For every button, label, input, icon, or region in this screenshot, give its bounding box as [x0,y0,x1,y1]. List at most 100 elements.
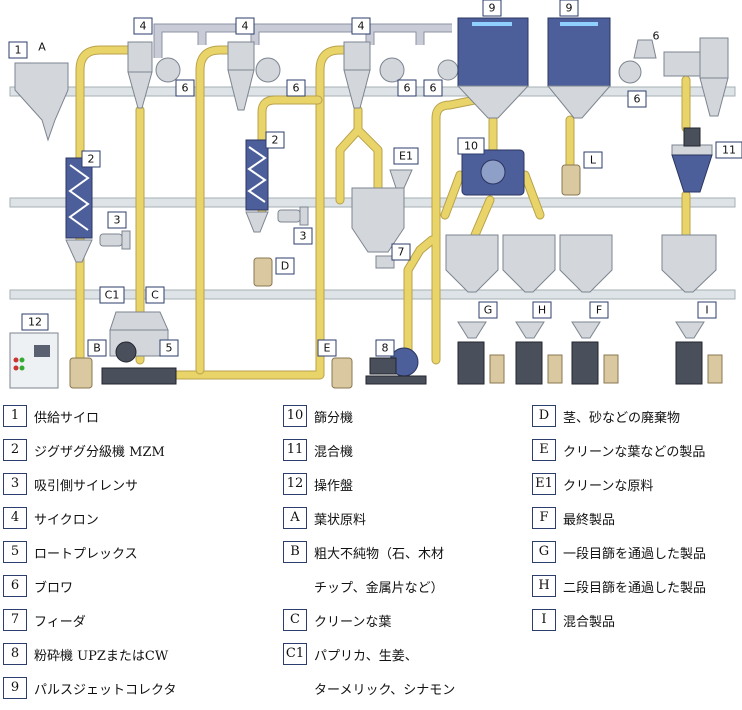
legend-code: B [283,541,307,563]
callout-2b: 2 [265,131,285,149]
svg-text:9: 9 [489,2,496,15]
callout-1: 1 [8,41,28,59]
blower-6 [633,39,657,59]
cyclone-1 [127,41,153,109]
legend-code: E [532,439,556,461]
svg-text:3: 3 [114,214,121,227]
pulse-jet-collector-2 [546,17,612,119]
legend-text: ジグザグ分級機 MZM [34,444,165,460]
top-right-hopper [663,51,701,77]
legend-text: 最終製品 [563,512,616,528]
legend-text: 混合製品 [563,614,616,630]
svg-text:1: 1 [15,44,22,57]
legend-text: 供給サイロ [34,410,100,426]
top-right-filter [699,37,729,79]
plant-diagram: 1 A 2 2 3 3 4 4 4 5 6 6 6 6 6 6 7 8 9 9 … [8,0,742,389]
svg-text:4: 4 [358,20,365,33]
svg-text:F: F [596,304,602,317]
svg-text:G: G [484,304,493,317]
legend-code: 4 [3,507,27,529]
legend-text: クリーンな葉 [314,614,392,630]
svg-text:10: 10 [464,140,478,153]
callout-l: L [583,151,603,169]
blower-1 [155,57,181,83]
callout-11: 11 [715,141,742,159]
callout-d: D [275,257,295,275]
sieving-machine [461,149,525,196]
legend-text: サイクロン [34,512,99,528]
callout-7: 7 [391,243,411,261]
packaging-machines [457,321,723,385]
callout-c: C [145,286,165,304]
legend-text: 操作盤 [314,478,354,494]
svg-text:11: 11 [722,144,736,157]
mixer [671,127,713,193]
callout-i: I [697,301,717,319]
legend-code: 6 [3,575,27,597]
callout-6e: 6 [627,90,647,108]
legend-text: フィーダ [34,614,86,630]
callout-f: F [589,301,609,319]
svg-text:7: 7 [398,246,405,259]
callout-8: 8 [375,339,395,357]
svg-text:H: H [538,304,546,317]
floor-top [9,86,736,97]
legend-code: 3 [3,473,27,495]
drum-e [331,357,353,389]
legend-code: H [532,575,556,597]
feeder [375,255,395,269]
callout-10: 10 [457,137,485,155]
legend-text: 葉状原料 [314,512,367,528]
label-a: A [38,41,46,54]
legend-code: G [532,541,556,563]
legend-text: 篩分機 [314,410,354,426]
legend-text: ロートプレックス [34,546,138,562]
legend-code: D [532,405,556,427]
control-panel [9,332,59,389]
legend-text: 二段目篩を通過した製品 [563,580,707,596]
callout-6d: 6 [423,79,443,97]
callout-6c: 6 [397,79,417,97]
rotoplex [101,311,177,385]
legend-code: 7 [3,609,27,631]
svg-text:3: 3 [300,230,307,243]
svg-text:5: 5 [166,342,173,355]
blower-3 [379,57,405,83]
legend-text: パプリカ、生姜、 [314,648,418,664]
callout-9a: 9 [482,0,502,17]
svg-text:E: E [324,342,331,355]
svg-text:4: 4 [242,20,249,33]
cyclone-2 [227,41,255,111]
svg-text:12: 12 [28,316,42,329]
blower-4 [437,59,459,81]
legend-text: クリーンな原料 [563,478,654,494]
callout-9b: 9 [559,0,579,17]
legend-code: 5 [3,541,27,563]
cyclone-3 [343,41,371,109]
svg-text:6: 6 [404,82,411,95]
legend-text: パルスジェットコレクタ [34,682,177,698]
storage-hoppers [445,234,717,293]
svg-text:I: I [705,304,708,317]
callout-b: B [87,339,107,357]
callout-h: H [532,301,552,319]
svg-text:6: 6 [182,82,189,95]
svg-text:8: 8 [382,342,389,355]
callout-4c: 4 [351,17,371,35]
callout-3b: 3 [293,227,313,245]
svg-text:6: 6 [293,82,300,95]
callout-2a: 2 [81,150,101,168]
callout-e: E [317,339,337,357]
svg-text:D: D [281,260,289,273]
legend-code: 2 [3,439,27,461]
legend-code: C [283,609,307,631]
silencer-left [99,230,131,250]
legend-code: 1 [3,405,27,427]
svg-text:C: C [151,289,159,302]
legend-text: 粗大不純物（石、木材 [314,546,445,562]
svg-text:2: 2 [88,153,95,166]
svg-text:L: L [590,154,597,167]
yellow-pipes [75,45,691,380]
